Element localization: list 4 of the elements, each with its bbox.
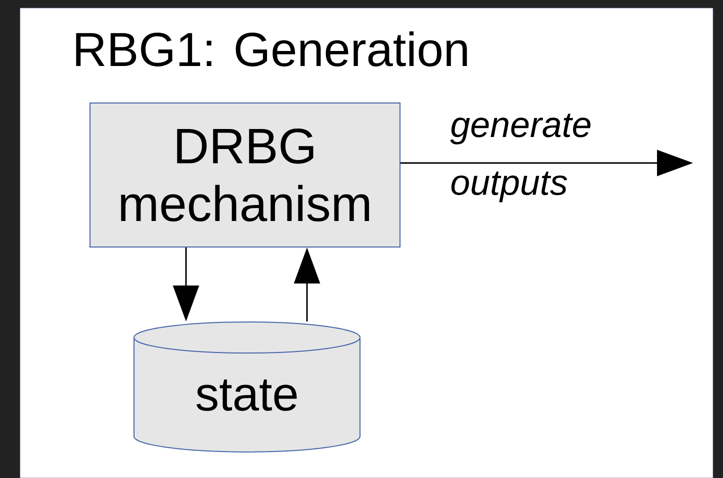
edge-label: generate outputs [450,114,590,202]
process-box: DRBG mechanism [90,102,400,248]
storage-cylinder: state [134,321,360,452]
title: RBG1: Generation [76,31,467,66]
